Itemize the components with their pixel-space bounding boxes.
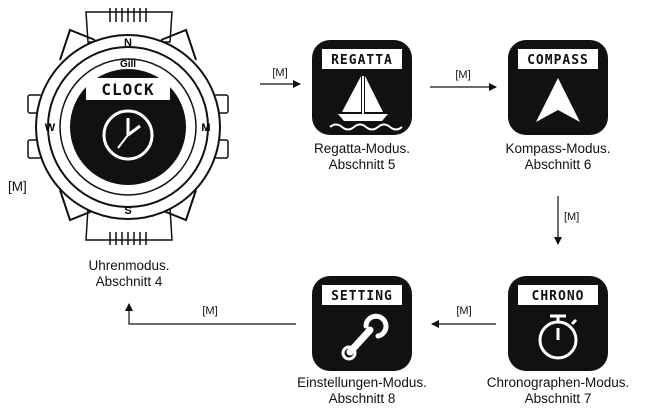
bezel-letter-n: N <box>124 37 132 49</box>
strap-ridges <box>109 8 147 245</box>
watch-button-label: [M] <box>8 179 27 194</box>
sailboat-icon <box>338 76 388 121</box>
arrow-label-compass-to-chrono: [M] <box>564 211 579 223</box>
compass-arrow-icon <box>536 78 580 122</box>
setting-caption-line1: Einstellungen-Modus. <box>297 375 427 390</box>
watch-screen-title: CLOCK <box>101 80 154 99</box>
regatta-caption-line2: Abschnitt 5 <box>329 157 396 172</box>
arrow-label-clock-to-regatta: [M] <box>272 67 287 79</box>
regatta-screen-title: REGATTA <box>331 53 393 68</box>
compass-screen-title: COMPASS <box>527 53 589 68</box>
stopwatch-icon <box>538 314 578 360</box>
arrow-label-chrono-to-setting: [M] <box>456 305 471 317</box>
wrench-icon <box>341 313 389 361</box>
watch-strap-top <box>85 11 173 43</box>
watch-illustration: N M S W Gill CLOCK <box>27 8 229 245</box>
compass-caption-line2: Abschnitt 6 <box>525 157 592 172</box>
chrono-screen-title: CHRONO <box>532 289 585 304</box>
bezel-letter-w: W <box>45 122 56 134</box>
clock-mode-caption-line2: Abschnitt 4 <box>96 274 163 289</box>
regatta-caption-line1: Regatta-Modus. <box>314 141 410 156</box>
watch-screen-header <box>86 78 170 100</box>
waves-icon <box>329 123 403 131</box>
bezel-letter-s: S <box>124 205 131 217</box>
arrow-setting-to-clock <box>125 303 296 325</box>
setting-screen-title: SETTING <box>331 289 393 304</box>
setting-caption-line2: Abschnitt 8 <box>329 391 396 406</box>
arrow-label-setting-to-clock: [M] <box>202 305 217 317</box>
chrono-caption-line1: Chronographen-Modus. <box>487 375 630 390</box>
arrow-label-regatta-to-compass: [M] <box>455 69 470 81</box>
watch-brand-logo: Gill <box>120 59 136 70</box>
clock-icon <box>102 109 154 161</box>
compass-caption-line1: Kompass-Modus. <box>505 141 610 156</box>
clock-mode-caption-line1: Uhrenmodus. <box>88 258 169 273</box>
watch-lugs <box>59 28 197 222</box>
setting-mode-screen: SETTING <box>312 276 412 371</box>
regatta-mode-screen: REGATTA <box>312 40 412 135</box>
compass-mode-screen: COMPASS <box>508 40 608 135</box>
bezel-letter-m: M <box>201 122 210 134</box>
chrono-caption-line2: Abschnitt 7 <box>525 391 592 406</box>
chrono-mode-screen: CHRONO <box>508 276 608 371</box>
